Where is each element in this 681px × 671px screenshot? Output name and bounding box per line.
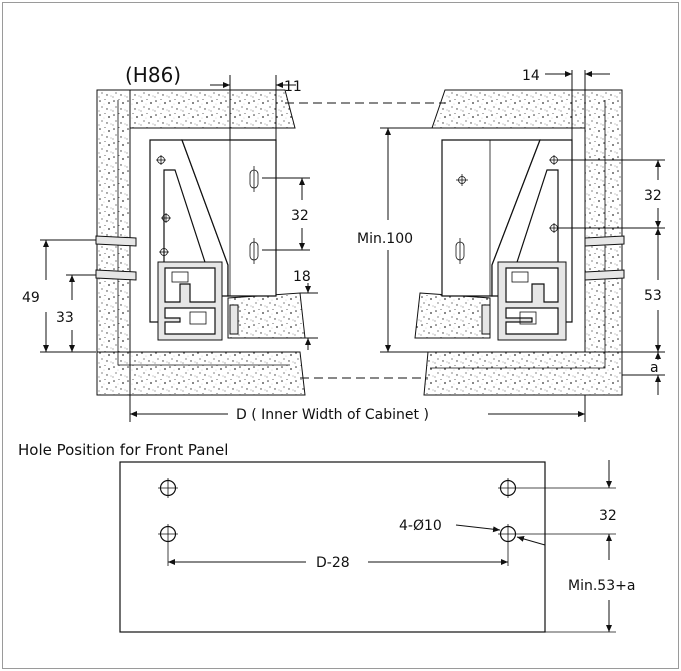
left-drawer-bottom: [227, 292, 306, 339]
dim-a-label: a: [650, 360, 659, 376]
right-screws: [481, 235, 625, 335]
left-bracket-holes: [156, 155, 171, 257]
dim-11-label: 11: [284, 79, 302, 95]
left-bottom-panel: [96, 351, 306, 396]
dim-49-label: 49: [22, 290, 40, 306]
front-panel-outline: [119, 461, 546, 633]
left-fixing-plate: [181, 139, 277, 297]
left-plate-slots: [249, 166, 259, 264]
dim-53-label: 53: [644, 288, 662, 304]
left-top-panel: [97, 89, 296, 129]
right-inner-line: [430, 100, 606, 369]
left-runner-profile: [157, 261, 223, 341]
right-runner-profile: [497, 261, 567, 341]
right-bracket-holes: [549, 155, 559, 233]
hole-distance-label: D-28: [316, 555, 350, 571]
dim-14-label: 14: [522, 68, 540, 84]
dim-32-left-label: 32: [291, 208, 309, 224]
min-height-label: Min.53+a: [568, 578, 635, 594]
front-panel: [119, 460, 616, 633]
left-screws: [95, 235, 239, 335]
left-cabinet-section: [95, 89, 306, 396]
right-bottom-panel: [423, 351, 623, 396]
dim-18-label: 18: [293, 269, 311, 285]
dim-min100-label: Min.100: [357, 231, 413, 247]
hole-spec-label: 4-Ø10: [399, 518, 442, 534]
top-dimensions: [40, 70, 665, 422]
dim-32-right-label: 32: [644, 188, 662, 204]
right-drawer-bottom: [414, 292, 491, 339]
front-panel-holes: [158, 478, 518, 544]
model-label: (H86): [125, 63, 181, 87]
vertical-pitch-label: 32: [599, 508, 617, 524]
right-cabinet-section: [414, 89, 625, 396]
inner-width-label: D ( Inner Width of Cabinet ): [236, 407, 429, 423]
dim-33-label: 33: [56, 310, 74, 326]
right-top-panel: [431, 89, 622, 129]
left-side-panel: [96, 89, 131, 353]
right-plate-slots: [455, 174, 468, 264]
front-panel-title: Hole Position for Front Panel: [18, 441, 228, 459]
left-inner-line: [117, 100, 290, 366]
